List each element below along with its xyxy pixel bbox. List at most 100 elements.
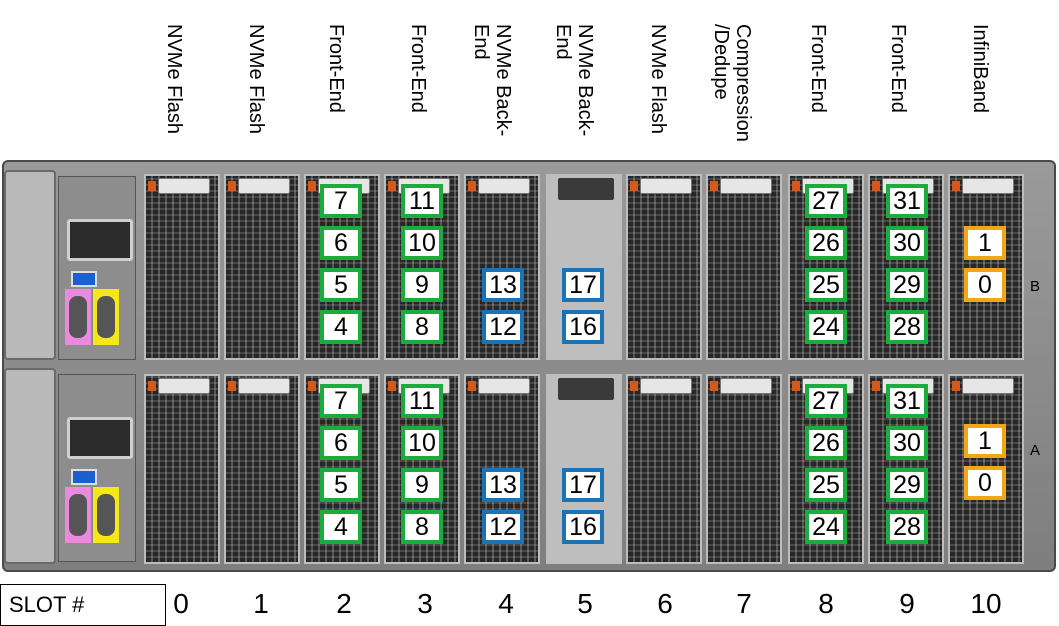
front-end-port: 29 [886, 468, 928, 502]
infiniband-port: 1 [964, 226, 1006, 260]
io-card-b-slot-10 [948, 174, 1024, 360]
front-end-port: 26 [805, 226, 847, 260]
slot-header-9: Front-End [862, 20, 934, 170]
slot-number: 4 [498, 588, 514, 619]
slot-header-text: NVMe Flash [163, 24, 185, 135]
slot-header-7: Compression /Dedupe [696, 20, 768, 170]
nvme-back-end-port: 17 [562, 268, 604, 302]
slot-number-header: SLOT # [0, 584, 166, 626]
front-end-port: 27 [805, 384, 847, 418]
front-end-port: 6 [320, 226, 362, 260]
slot-header-text: NVMe Back- End [552, 24, 596, 137]
nvme-back-end-port: 13 [482, 468, 524, 502]
slot-header-8: Front-End [782, 20, 854, 170]
front-end-port: 27 [805, 184, 847, 218]
slot-header-text: Front-End [407, 24, 429, 113]
slot-header-text: Front-End [807, 24, 829, 113]
slot-header-text: Compression /Dedupe [710, 24, 754, 142]
front-end-port: 25 [805, 268, 847, 302]
slot-header-1: NVMe Flash [220, 20, 292, 170]
card-pull-tab [228, 178, 290, 194]
slot-header-2: Front-End [300, 20, 372, 170]
front-end-port: 24 [805, 510, 847, 544]
io-card-a-slot-6 [626, 374, 702, 564]
slot-number: 2 [336, 588, 352, 619]
management-module-upper [58, 176, 136, 360]
card-pull-tab [710, 378, 772, 394]
nvme-back-end-port: 16 [562, 510, 604, 544]
slot-number: 10 [970, 588, 1002, 619]
slot-header-0: NVMe Flash [138, 20, 210, 170]
chassis-handle-lower [4, 368, 56, 564]
slot-header-text: InfiniBand [969, 24, 991, 113]
slot-header-4: NVMe Back- End [456, 20, 528, 170]
card-pull-tab [148, 178, 210, 194]
infiniband-port: 0 [964, 268, 1006, 302]
io-card-a-slot-1 [224, 374, 300, 564]
chassis-handle-upper [4, 170, 56, 360]
slot-number: 1 [253, 588, 269, 619]
front-end-port: 7 [320, 384, 362, 418]
infiniband-port: 1 [964, 424, 1006, 458]
slot-number-header-text: SLOT # [9, 592, 85, 617]
infiniband-port: 0 [964, 466, 1006, 500]
card-pull-tab [952, 378, 1014, 394]
slot-header-text: NVMe Flash [245, 24, 267, 135]
slot-number: 8 [818, 588, 834, 619]
front-end-port: 11 [401, 184, 443, 218]
front-end-port: 9 [401, 468, 443, 502]
nvme-back-end-port: 12 [482, 510, 524, 544]
io-card-a-slot-0 [144, 374, 220, 564]
management-module-lower [58, 374, 136, 562]
front-end-port: 25 [805, 468, 847, 502]
front-end-port: 5 [320, 268, 362, 302]
slot-number: 9 [899, 588, 915, 619]
serial-port [93, 289, 119, 345]
vga-port [65, 289, 91, 345]
ethernet-port [67, 417, 133, 459]
vga-port [65, 487, 91, 543]
usb-port [71, 469, 97, 485]
slot-header-text: Front-End [887, 24, 909, 113]
io-module-label: A [1030, 442, 1041, 459]
card-pull-tab [630, 178, 692, 194]
ethernet-port [67, 219, 133, 261]
slot-number: 6 [657, 588, 673, 619]
front-end-port: 4 [320, 510, 362, 544]
card-pull-tab [148, 378, 210, 394]
io-module-label: B [1030, 278, 1041, 295]
front-end-port: 29 [886, 268, 928, 302]
io-card-a-slot-7 [706, 374, 782, 564]
io-card-b-slot-6 [626, 174, 702, 360]
front-end-port: 10 [401, 226, 443, 260]
card-pull-tab [952, 178, 1014, 194]
card-pull-tab [710, 178, 772, 194]
slot-number: 5 [577, 588, 593, 619]
front-end-port: 8 [401, 510, 443, 544]
front-end-port: 24 [805, 310, 847, 344]
usb-port [71, 271, 97, 287]
slot-header-10: InfiniBand [944, 20, 1016, 170]
card-pull-tab [468, 178, 530, 194]
io-card-b-slot-0 [144, 174, 220, 360]
slot-header-text: NVMe Back- End [470, 24, 514, 137]
slot-number: 0 [173, 588, 189, 619]
front-end-port: 7 [320, 184, 362, 218]
front-end-port: 8 [401, 310, 443, 344]
front-end-port: 31 [886, 184, 928, 218]
slot-header-3: Front-End [382, 20, 454, 170]
front-end-port: 5 [320, 468, 362, 502]
front-end-port: 11 [401, 384, 443, 418]
front-end-port: 9 [401, 268, 443, 302]
slot-header-text: Front-End [325, 24, 347, 113]
card-pull-tab [228, 378, 290, 394]
front-end-port: 28 [886, 510, 928, 544]
card-pull-tab [558, 378, 614, 400]
front-end-port: 26 [805, 426, 847, 460]
front-end-port: 4 [320, 310, 362, 344]
card-pull-tab [630, 378, 692, 394]
slot-header-6: NVMe Flash [622, 20, 694, 170]
nvme-back-end-port: 12 [482, 310, 524, 344]
io-card-b-slot-7 [706, 174, 782, 360]
nvme-back-end-port: 17 [562, 468, 604, 502]
